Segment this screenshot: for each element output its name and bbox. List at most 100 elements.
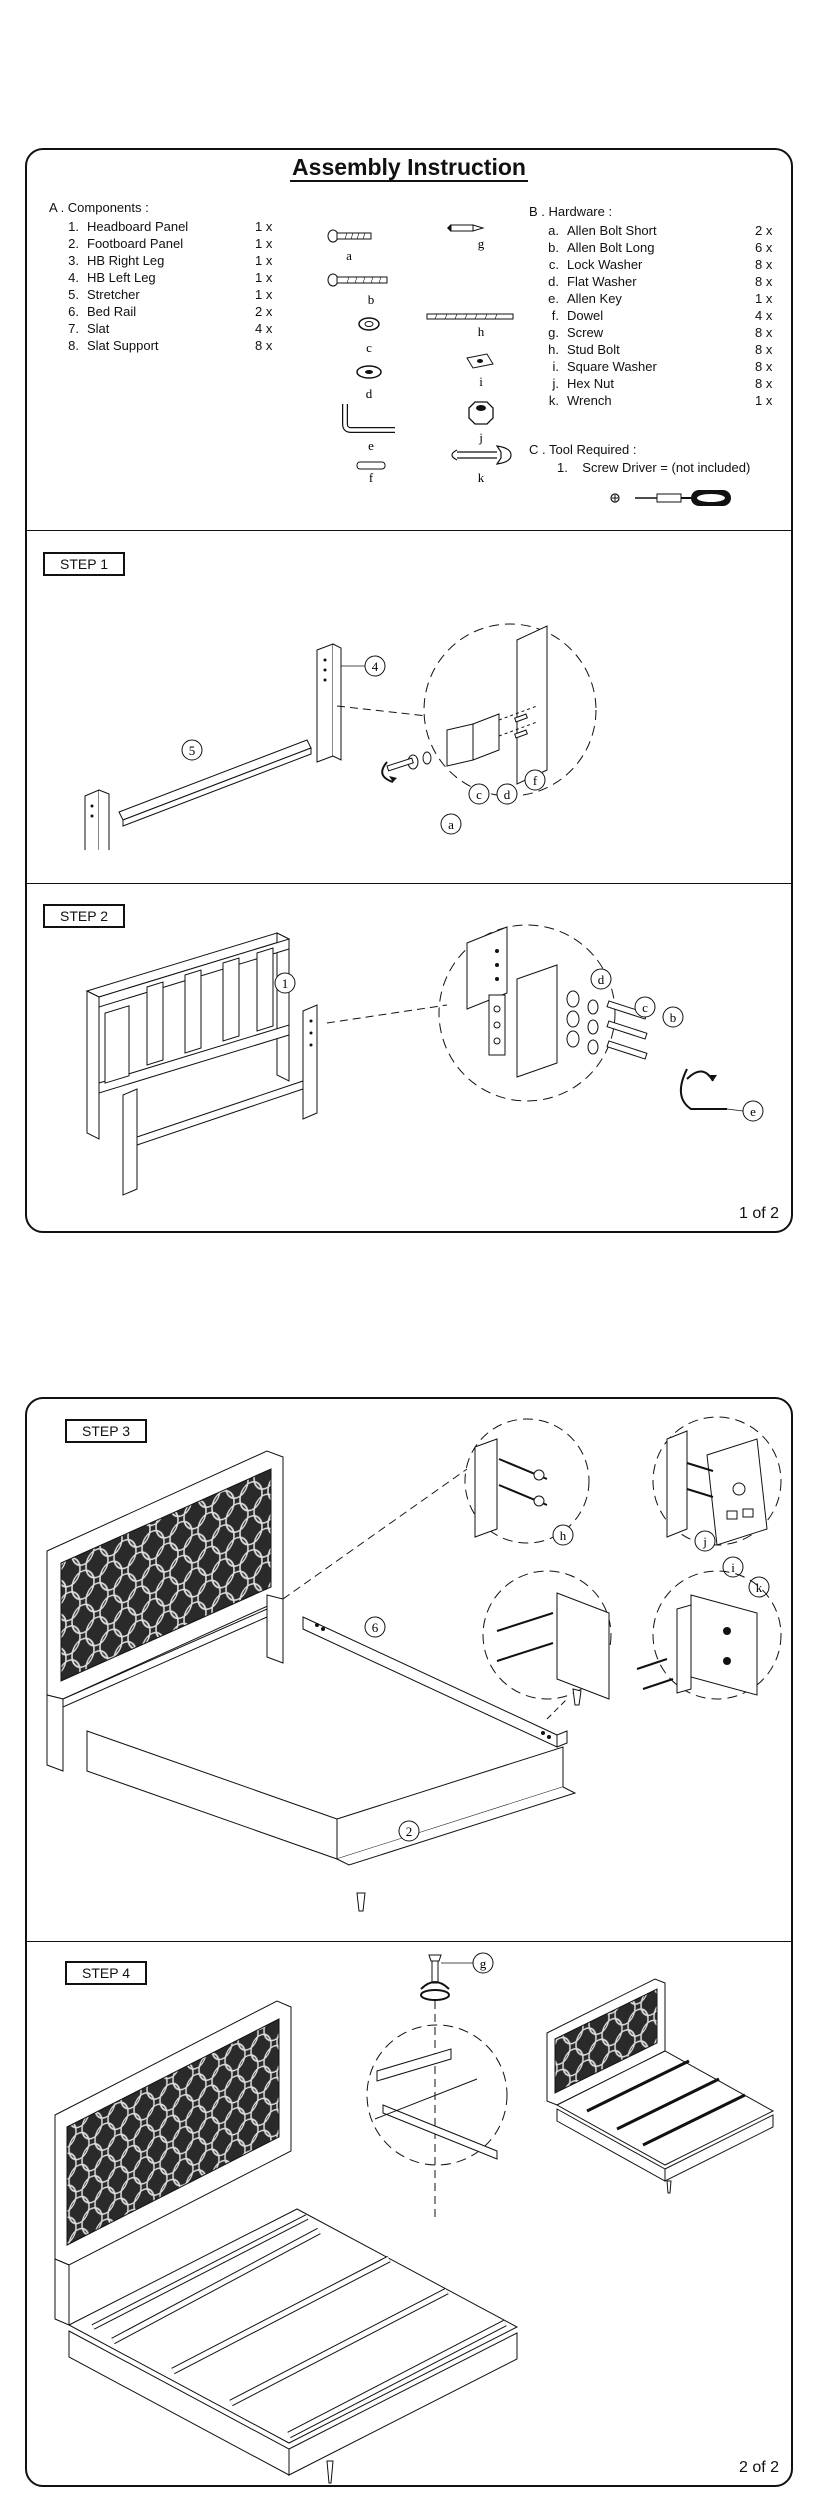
item-number: k. (548, 393, 559, 408)
section-divider (27, 1941, 791, 1942)
list-item: 7. Slat 4 x (65, 320, 285, 337)
step-1-label: STEP 1 (43, 552, 125, 576)
callout-number: d (504, 787, 511, 802)
flat-washer-icon: d (356, 365, 382, 401)
item-label: Square Washer (567, 359, 657, 374)
item-number: 5. (68, 287, 79, 302)
list-item: k. Wrench 1 x (545, 392, 785, 409)
part-letter: g (478, 236, 485, 251)
step-4-label: STEP 4 (65, 1961, 147, 1985)
step-2-label: STEP 2 (43, 904, 125, 928)
item-label: Headboard Panel (87, 219, 189, 234)
step-1-illustration: 4 5 3 a c d f (84, 623, 597, 850)
item-quantity: 8 x (755, 274, 773, 289)
page-title: Assembly Instruction (290, 154, 528, 182)
callout-circle (524, 769, 546, 791)
callout-number: f (533, 773, 538, 788)
callout-circle (694, 1530, 716, 1552)
item-number: e. (548, 291, 559, 306)
step-3-illustration: 6 2 h j i k (46, 1416, 782, 1912)
item-number: b. (548, 240, 559, 255)
part-letter: b (368, 292, 375, 307)
callout-circle (496, 783, 518, 805)
item-label: Dowel (567, 308, 604, 323)
part-letter: i (479, 374, 483, 389)
hardware-parts-illustration: a b c d e f (327, 224, 514, 482)
callout-circle (181, 739, 203, 761)
lock-washer-icon: c (358, 317, 380, 355)
item-label: Wrench (567, 393, 612, 408)
item-quantity: 8 x (255, 338, 273, 353)
item-quantity: 8 x (755, 376, 773, 391)
allen-bolt-short-icon: a (327, 229, 372, 263)
part-letter: j (478, 430, 483, 445)
item-quantity: 2 x (255, 304, 273, 319)
callout-number: a (448, 817, 454, 832)
item-number: d. (548, 274, 559, 289)
callout-circle (468, 783, 490, 805)
dowel-icon: f (356, 461, 386, 482)
item-quantity: 4 x (255, 321, 273, 336)
item-quantity: 8 x (755, 325, 773, 340)
item-number: 4. (68, 270, 79, 285)
item-number: g. (548, 325, 559, 340)
item-quantity: 2 x (755, 223, 773, 238)
item-quantity: 1 x (255, 236, 273, 251)
callout-circle (364, 1616, 386, 1638)
callout-number: 5 (189, 743, 196, 758)
item-number: 7. (68, 321, 79, 336)
tool-item: 1. Screw Driver = (not included) (557, 460, 751, 475)
item-number: f. (551, 308, 559, 323)
list-item: f. Dowel 4 x (545, 307, 785, 324)
item-label: Allen Bolt Long (567, 240, 655, 255)
item-quantity: 1 x (755, 393, 773, 408)
part-letter: k (478, 470, 485, 482)
item-label: Stretcher (87, 287, 140, 302)
item-label: Slat Support (87, 338, 159, 353)
item-number: a. (548, 223, 559, 238)
list-item: b. Allen Bolt Long 6 x (545, 239, 785, 256)
callout-number: j (702, 1534, 707, 1549)
section-divider (27, 883, 791, 884)
callout-circle (398, 1820, 420, 1842)
section-divider (27, 530, 791, 531)
item-number: 1. (68, 219, 79, 234)
part-letter: f (369, 470, 374, 482)
allen-key-icon: e (342, 404, 395, 453)
item-label: Slat (87, 321, 110, 336)
item-label: Allen Key (567, 291, 622, 306)
wrench-icon: k (451, 445, 512, 482)
item-label: Hex Nut (567, 376, 614, 391)
item-label: Screw (567, 325, 604, 340)
callout-number: 2 (406, 1824, 413, 1839)
callout-circle (274, 972, 296, 994)
hardware-heading: B . Hardware : (529, 204, 613, 219)
step-3-label: STEP 3 (65, 1419, 147, 1443)
callout-number: d (598, 972, 605, 987)
callout-circle (590, 968, 612, 990)
list-item: i. Square Washer 8 x (545, 358, 785, 375)
item-number: h. (548, 342, 559, 357)
item-quantity: 8 x (755, 342, 773, 357)
item-number: i. (552, 359, 560, 374)
item-number: c. (548, 257, 559, 272)
item-quantity: 6 x (755, 240, 773, 255)
callout-number: b (670, 1010, 677, 1025)
item-quantity: 4 x (755, 308, 773, 323)
item-quantity: 8 x (755, 359, 773, 374)
item-number: 3. (68, 253, 79, 268)
item-quantity: 1 x (255, 253, 273, 268)
step-2-illustration: 1 d c b e (85, 924, 764, 1196)
callout-number: i (731, 1560, 735, 1575)
callout-number: 4 (372, 659, 379, 674)
item-label: Lock Washer (567, 257, 643, 272)
callout-number: e (750, 1104, 756, 1119)
square-washer-icon: i (466, 353, 494, 389)
